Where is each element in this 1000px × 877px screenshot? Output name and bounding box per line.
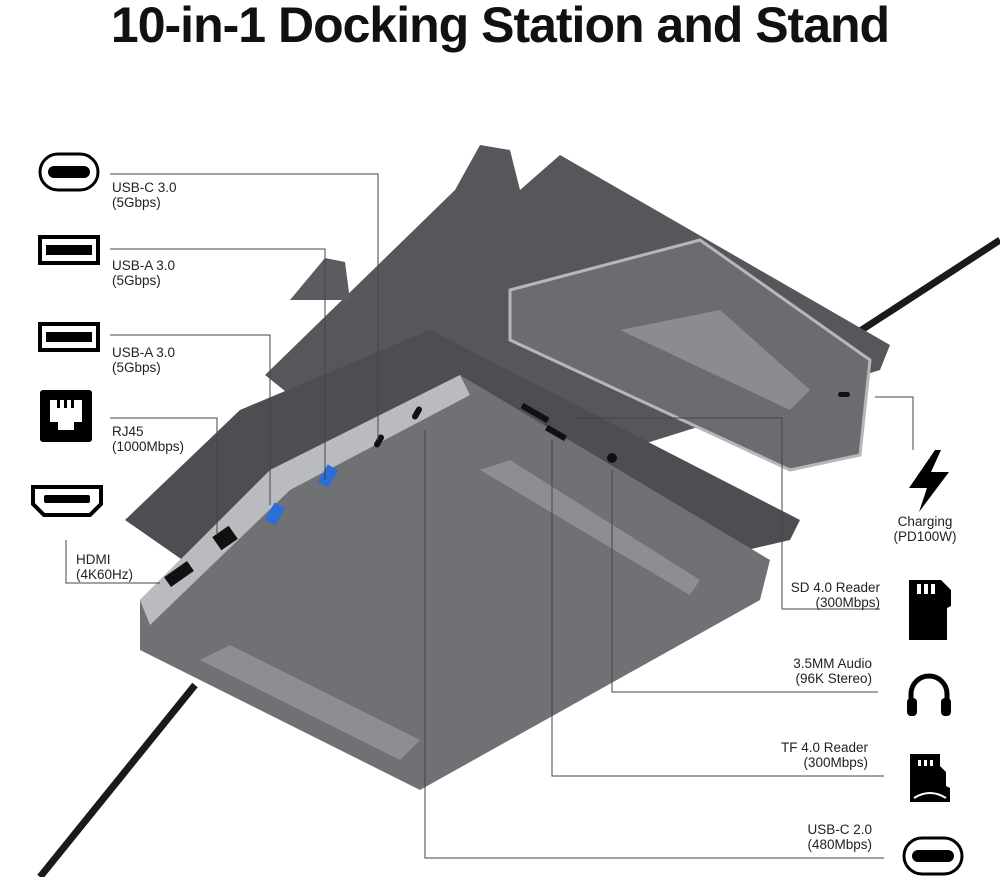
- port-label-hdmi: HDMI(4K60Hz): [76, 552, 134, 582]
- usb-a-icon: [38, 235, 100, 265]
- usb-c-icon: [902, 836, 964, 876]
- port-label-usb-a-3-1: USB-A 3.0(5Gbps): [112, 258, 176, 288]
- page-title: 10-in-1 Docking Station and Stand: [110, 0, 890, 53]
- hdmi-icon: [31, 485, 103, 517]
- usb-c-icon: [38, 152, 100, 192]
- port-label-usb-c-3: USB-C 3.0(5Gbps): [112, 180, 177, 210]
- leader-lines: [65, 173, 914, 859]
- sd-card-icon: [909, 580, 951, 640]
- port-label-rj45: RJ45(1000Mbps): [112, 424, 185, 454]
- ethernet-icon: [40, 390, 92, 442]
- port-label-charging: Charging(PD100W): [893, 514, 957, 544]
- port-label-usb-c-2: USB-C 2.0(480Mbps): [807, 822, 872, 852]
- port-label-audio: 3.5MM Audio(96K Stereo): [793, 656, 872, 686]
- headphones-icon: [907, 673, 951, 716]
- port-label-sd-reader: SD 4.0 Reader(300Mbps): [790, 580, 880, 610]
- port-label-tf-reader: TF 4.0 Reader(300Mbps): [780, 740, 868, 770]
- cable-front: [37, 682, 198, 877]
- usb-a-icon: [38, 322, 100, 352]
- microsd-card-icon: [910, 754, 950, 802]
- lightning-icon: [909, 450, 949, 512]
- port-label-usb-a-3-2: USB-A 3.0(5Gbps): [112, 345, 176, 375]
